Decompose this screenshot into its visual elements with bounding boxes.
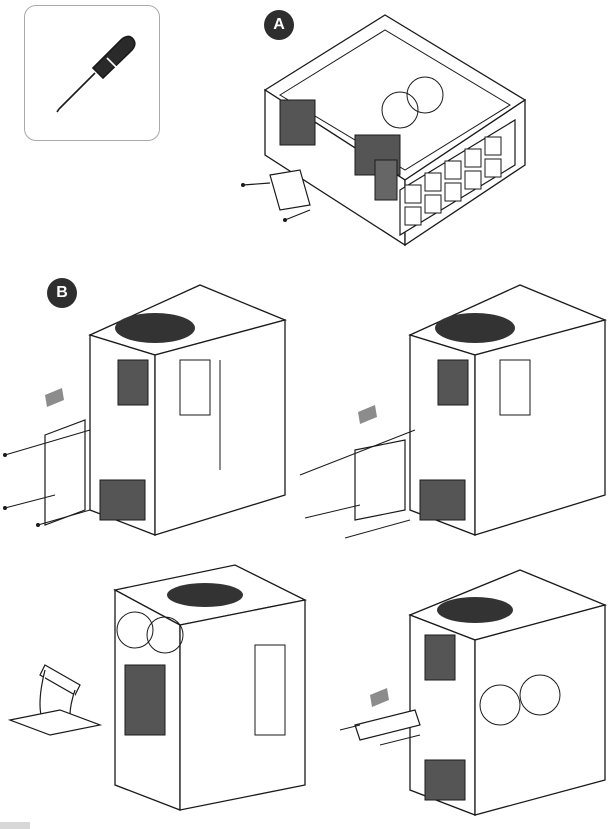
arrow-icon	[45, 388, 64, 407]
screwdriver-icon	[56, 35, 136, 113]
case-illustration-c1	[113, 564, 307, 811]
page-footer-bar	[0, 822, 30, 829]
case-illustration-c2	[339, 569, 608, 816]
riser-cable-illustration	[7, 664, 103, 736]
tool-box	[24, 5, 160, 141]
step-badge-b: B	[47, 278, 77, 308]
arrow-icon	[370, 688, 389, 707]
case-illustration-b2	[299, 284, 608, 539]
case-illustration-b1	[3, 284, 288, 536]
case-illustration-a	[241, 14, 527, 247]
step-badge-a: A	[264, 10, 294, 40]
arrow-icon	[358, 405, 377, 424]
